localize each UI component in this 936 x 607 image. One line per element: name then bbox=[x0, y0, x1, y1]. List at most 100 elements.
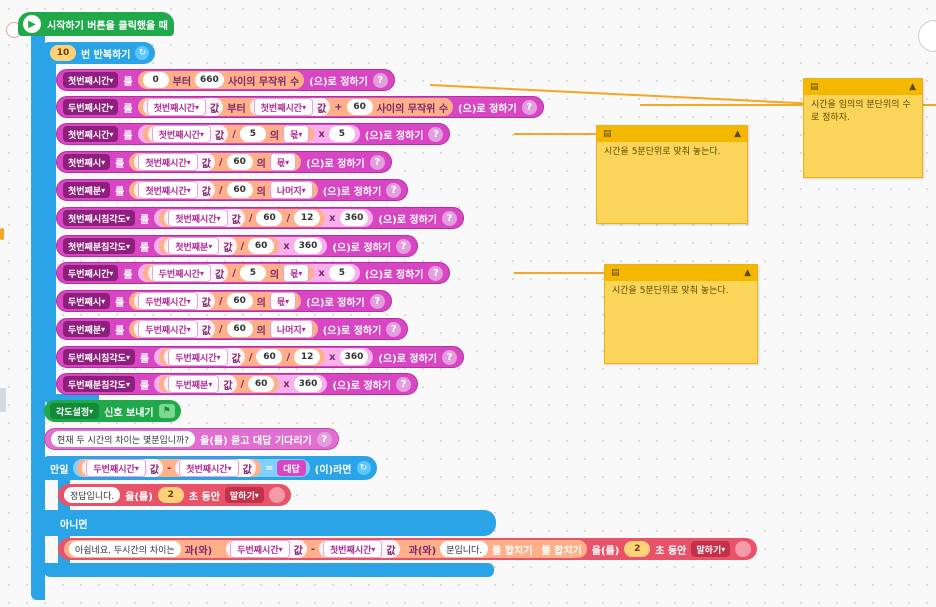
help-icon[interactable]: ? bbox=[521, 99, 537, 115]
var-dropdown[interactable]: 두번째시간 bbox=[63, 265, 119, 281]
set-var-block[interactable]: 두번째시 를 두번째시간 값 / 60 의 몫 (으)로 정하기 ? bbox=[56, 290, 392, 312]
comment-text[interactable]: 시간을 임의의 분단위의 수로 정하자. bbox=[811, 100, 911, 123]
help-icon[interactable]: ? bbox=[396, 238, 412, 254]
var-dropdown[interactable]: 첫번째시간 bbox=[63, 72, 119, 88]
help-icon[interactable]: ? bbox=[428, 126, 444, 142]
var-dropdown[interactable]: 첫번째시간 bbox=[138, 153, 198, 171]
set-var-block[interactable]: 두번째시간 를 두번째시간 값 / 5 의 몫 x 5 (으)로 정하기 ? bbox=[56, 262, 451, 284]
var-dropdown[interactable]: 첫번째분 bbox=[63, 182, 111, 198]
divide-block[interactable]: 첫번째시간 값 / 60 / 12 bbox=[159, 209, 326, 227]
start-hat-block[interactable]: ▶ 시작하기 버튼을 클릭했을 때 bbox=[18, 12, 174, 36]
say-text-input[interactable]: 정답입니다. bbox=[64, 487, 121, 503]
var-value-block[interactable]: 첫번째시간 값 bbox=[147, 125, 229, 143]
var-dropdown[interactable]: 첫번째시간 bbox=[179, 459, 239, 477]
say-block[interactable]: 아쉽네요. 두시간의 차이는 과(와) 두번째시간 값 - 첫번째시간 값 과(… bbox=[58, 538, 758, 560]
multiply-block[interactable]: 두번째시간 값 / 60 / 12 x 360 bbox=[154, 348, 374, 366]
say-text-input[interactable]: 아쉽네요. 두시간의 차이는 bbox=[69, 541, 181, 557]
set-var-block[interactable]: 첫번째분 를 첫번째시간 값 / 60 의 나머지 (으)로 정하기 ? bbox=[56, 179, 409, 201]
divide-block[interactable]: 두번째분 값 / 60 bbox=[159, 375, 280, 393]
var-value-block[interactable]: 두번째시간 값 bbox=[147, 264, 229, 282]
num-input[interactable]: 360 bbox=[293, 238, 323, 254]
help-icon[interactable]: ? bbox=[386, 321, 402, 337]
set-var-block[interactable]: 첫번째시침각도 를 첫번째시간 값 / 60 / 12 x 360 (으)로 정… bbox=[56, 207, 464, 229]
remainder-dropdown[interactable]: 나머지 bbox=[269, 181, 313, 199]
subtract-block[interactable]: 두번째시간 값 - 첫번째시간 값 bbox=[77, 459, 261, 477]
var-value-block[interactable]: 첫번째시간 값 bbox=[249, 98, 331, 116]
var-dropdown[interactable]: 두번째시간 bbox=[138, 292, 198, 310]
num-input[interactable]: 60 bbox=[226, 182, 253, 198]
repeat-block[interactable]: 10 번 반복하기 ↻ bbox=[44, 42, 156, 64]
num-input[interactable]: 60 bbox=[248, 238, 275, 254]
set-var-block[interactable]: 첫번째시 를 첫번째시간 값 / 60 의 몫 (으)로 정하기 ? bbox=[56, 151, 392, 173]
num-input[interactable]: 60 bbox=[256, 210, 283, 226]
set-var-block[interactable]: 첫번째시간 를 0 부터 660 사이의 무작위 수 (으)로 정하기 ? bbox=[56, 69, 395, 91]
remainder-dropdown[interactable]: 나머지 bbox=[269, 320, 313, 338]
comment-text[interactable]: 시간을 5분단위로 맞춰 놓는다. bbox=[612, 286, 729, 296]
set-var-block[interactable]: 두번째시간 를 첫번째시간 값 부터 첫번째시간 값 + 60 사이의 무작위 … bbox=[56, 96, 544, 118]
answer-block[interactable]: 대답 bbox=[277, 460, 306, 476]
set-var-block[interactable]: 첫번째분침각도 를 첫번째분 값 / 60 x 360 (으)로 정하기 ? bbox=[56, 235, 419, 257]
var-value-block[interactable]: 첫번째분 값 bbox=[164, 237, 237, 255]
var-dropdown[interactable]: 두번째시침각도 bbox=[63, 349, 135, 365]
var-dropdown[interactable]: 두번째시간 bbox=[230, 540, 290, 558]
say-text-input[interactable]: 분입니다. bbox=[440, 541, 489, 557]
seconds-input[interactable]: 2 bbox=[157, 487, 184, 503]
quotient-dropdown[interactable]: 몫 bbox=[283, 125, 310, 143]
remainder-block[interactable]: 두번째시간 값 / 60 의 나머지 bbox=[129, 320, 318, 338]
quotient-dropdown[interactable]: 몫 bbox=[283, 264, 310, 282]
var-dropdown[interactable]: 두번째분 bbox=[168, 375, 220, 393]
num-input[interactable]: 60 bbox=[226, 154, 253, 170]
signal-dropdown[interactable]: 각도설정 bbox=[50, 403, 100, 419]
var-value-block[interactable]: 첫번째시간 값 bbox=[164, 209, 245, 227]
num-input[interactable]: 360 bbox=[339, 349, 369, 365]
var-dropdown[interactable]: 두번째시간 bbox=[151, 264, 212, 282]
var-dropdown[interactable]: 두번째시간 bbox=[138, 320, 198, 338]
var-value-block[interactable]: 첫번째시간 값 bbox=[175, 459, 256, 477]
if-else-block[interactable]: 만일 두번째시간 값 - 첫번째시간 값 = 대답 (이)라면 ↻ bbox=[44, 456, 377, 480]
var-value-block[interactable]: 두번째시간 값 bbox=[164, 348, 245, 366]
equals-condition[interactable]: 두번째시간 값 - 첫번째시간 값 = 대답 bbox=[73, 459, 310, 477]
comment-note[interactable]: ▤▲ 시간을 5분단위로 맞춰 놓는다. bbox=[604, 264, 758, 364]
multiply-block[interactable]: 첫번째시간 값 / 5 의 몫 x 5 bbox=[137, 125, 360, 143]
num-input[interactable]: 5 bbox=[328, 265, 355, 281]
var-dropdown[interactable]: 첫번째시침각도 bbox=[63, 210, 135, 226]
var-dropdown[interactable]: 첫번째분침각도 bbox=[63, 238, 135, 254]
random-block[interactable]: 첫번째시간 값 부터 첫번째시간 값 + 60 사이의 무작위 수 bbox=[137, 98, 454, 116]
var-value-block[interactable]: 첫번째시간 값 bbox=[142, 98, 224, 116]
quotient-dropdown[interactable]: 몫 bbox=[269, 153, 297, 171]
multiply-block[interactable]: 첫번째분 값 / 60 x 360 bbox=[154, 237, 328, 255]
var-dropdown[interactable]: 첫번째시간 bbox=[151, 125, 212, 143]
comment-note[interactable]: ▤▲ 시간을 5분단위로 맞춰 놓는다. bbox=[596, 125, 748, 224]
help-icon[interactable]: ? bbox=[369, 293, 385, 309]
num-input[interactable]: 60 bbox=[226, 321, 253, 337]
quotient-dropdown[interactable]: 몫 bbox=[269, 292, 297, 310]
comment-text[interactable]: 시간을 5분단위로 맞춰 놓는다. bbox=[604, 147, 721, 157]
var-dropdown[interactable]: 첫번째시간 bbox=[146, 98, 207, 116]
help-icon[interactable]: ? bbox=[369, 154, 385, 170]
var-dropdown[interactable]: 두번째분침각도 bbox=[63, 376, 135, 392]
quotient-block[interactable]: 두번째시간 값 / 60 의 몫 bbox=[129, 292, 302, 310]
divide-block[interactable]: 첫번째분 값 / 60 bbox=[159, 237, 280, 255]
side-tab[interactable] bbox=[0, 388, 6, 412]
num-input[interactable]: 5 bbox=[239, 126, 266, 142]
help-icon[interactable]: ? bbox=[442, 349, 457, 365]
help-icon[interactable]: ? bbox=[386, 182, 402, 198]
num-input[interactable]: 5 bbox=[328, 126, 355, 142]
var-dropdown[interactable]: 첫번째시간 bbox=[253, 98, 314, 116]
quotient-block[interactable]: 첫번째시간 값 / 5 의 몫 bbox=[142, 125, 315, 143]
var-dropdown[interactable]: 두번째시간 bbox=[63, 99, 119, 115]
multiply-block[interactable]: 두번째분 값 / 60 x 360 bbox=[154, 375, 328, 393]
num-input[interactable]: 660 bbox=[195, 72, 224, 88]
repeat-count[interactable]: 10 bbox=[50, 45, 76, 61]
seconds-input[interactable]: 2 bbox=[624, 541, 651, 557]
collapse-icon[interactable]: ▲ bbox=[909, 82, 916, 92]
num-input[interactable]: 5 bbox=[239, 265, 266, 281]
var-value-block[interactable]: 두번째시간 값 bbox=[134, 292, 215, 310]
random-block[interactable]: 0 부터 660 사이의 무작위 수 bbox=[137, 71, 305, 89]
ask-question-input[interactable]: 현재 두 시간의 차이는 몇분입니까? bbox=[51, 431, 196, 447]
set-var-block[interactable]: 첫번째시간 를 첫번째시간 값 / 5 의 몫 x 5 (으)로 정하기 ? bbox=[56, 123, 451, 145]
num-input[interactable]: 60 bbox=[226, 293, 253, 309]
divide-block[interactable]: 두번째시간 값 / 60 / 12 bbox=[159, 348, 326, 366]
var-dropdown[interactable]: 두번째분 bbox=[63, 321, 111, 337]
var-value-block[interactable]: 첫번째시간 값 bbox=[134, 153, 215, 171]
